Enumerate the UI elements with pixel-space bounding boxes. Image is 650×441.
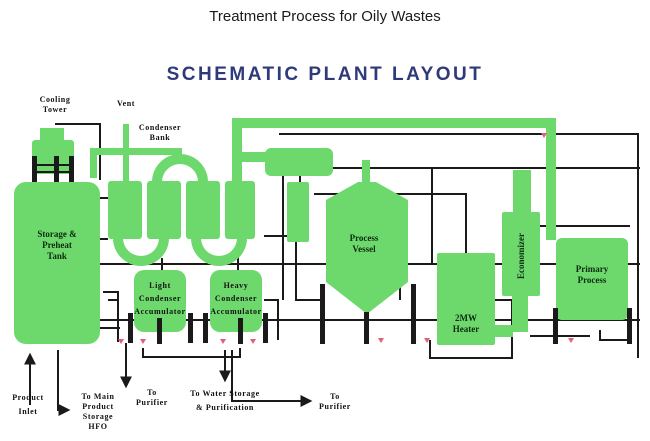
label-purifier-1a: To	[147, 388, 157, 397]
pipe-cooling-tower-return	[55, 123, 101, 180]
green-pipe-separator-link	[242, 152, 270, 162]
pipe-heavy-out	[264, 299, 279, 340]
label-storage-tank-3: Tank	[47, 251, 67, 261]
vessel-vapor-neck	[362, 160, 370, 182]
u-bend-top	[152, 154, 208, 182]
label-product-inlet-2: Inlet	[19, 407, 38, 416]
condenser-1	[108, 181, 142, 239]
valve-icon	[378, 338, 384, 343]
label-process-vessel-1: Process	[350, 233, 379, 243]
label-process-vessel-2: Vessel	[352, 244, 376, 254]
storage-preheat-tank	[14, 182, 100, 344]
light-condenser-accumulator	[134, 270, 186, 332]
label-light-acc-3: Accumulator	[134, 307, 185, 316]
economizer-duct	[512, 292, 528, 332]
label-storage-tank-1: Storage &	[37, 229, 77, 239]
label-main-storage-3: Storage	[83, 412, 113, 421]
valves	[118, 133, 574, 344]
label-water-storage-2: & Purification	[196, 403, 254, 412]
pipe-primary-right	[599, 330, 630, 341]
label-water-storage-1: To Water Storage	[190, 389, 259, 398]
primary-process-vessel	[556, 238, 628, 320]
label-cooling-tower-2: Tower	[43, 105, 67, 114]
label-primary-process-2: Process	[578, 275, 607, 285]
label-vent: Vent	[117, 99, 135, 108]
u-bend-bottom-1	[113, 238, 169, 266]
condenser-3	[186, 181, 220, 239]
label-purifier-1b: Purifier	[136, 398, 168, 407]
diagram-heading: SCHEMATIC PLANT LAYOUT	[166, 64, 484, 85]
label-heavy-acc-1: Heavy	[224, 281, 249, 290]
label-economizer: Economizer	[516, 233, 526, 279]
label-condenser-bank-1: Condenser	[139, 123, 181, 132]
label-storage-tank-2: Preheat	[42, 240, 72, 250]
pipe-to-main-storage	[57, 350, 71, 416]
process-vessel	[326, 182, 408, 314]
equipment	[14, 118, 628, 345]
label-product-inlet-1: Product	[12, 393, 44, 402]
label-heater-2: Heater	[453, 324, 479, 334]
label-main-storage-2: Product	[82, 402, 114, 411]
label-heater-1: 2MW	[455, 313, 477, 323]
label-purifier-2b: Purifier	[319, 402, 351, 411]
pipe-heater-loop	[429, 299, 513, 359]
valve-icon	[140, 339, 146, 344]
label-cooling-tower-1: Cooling	[40, 95, 71, 104]
valve-icon	[220, 339, 226, 344]
valve-icon	[250, 339, 256, 344]
cooling-tower-top	[40, 128, 64, 142]
pipe-accumulator-link	[142, 348, 241, 358]
pipe-light-in	[103, 291, 119, 342]
condenser-2	[147, 181, 181, 239]
pipe-to-purifier-2	[231, 350, 313, 407]
economizer	[502, 212, 540, 296]
valve-icon	[568, 338, 574, 343]
valve-icon	[541, 133, 547, 138]
condenser-feed	[90, 148, 97, 178]
label-purifier-2a: To	[330, 392, 340, 401]
label-heavy-acc-3: Accumulator	[210, 307, 261, 316]
heater-flue	[495, 325, 513, 337]
2mw-heater	[437, 253, 495, 345]
label-main-storage-1: To Main	[81, 392, 114, 401]
valve-icon	[424, 338, 430, 343]
label-heavy-acc-2: Condenser	[215, 294, 257, 303]
condenser-4	[225, 181, 255, 239]
equipment-labels: Cooling Tower Vent Condenser Bank Storag…	[12, 95, 609, 431]
label-main-storage-4: HFO	[88, 422, 107, 431]
page-title: Treatment Process for Oily Wastes	[209, 8, 441, 25]
label-light-acc-1: Light	[149, 281, 171, 290]
pipe-top-return	[279, 133, 639, 358]
separator-drum	[265, 148, 333, 176]
cooling-tower-body	[32, 140, 74, 174]
u-bend-bottom-2	[191, 238, 247, 266]
label-light-acc-2: Condenser	[139, 294, 181, 303]
heavy-condenser-accumulator	[210, 270, 262, 332]
condenser-header	[90, 148, 182, 155]
separator-column	[287, 182, 309, 242]
label-primary-process-1: Primary	[576, 264, 609, 274]
economizer-stack	[513, 170, 531, 214]
label-condenser-bank-2: Bank	[150, 133, 171, 142]
valve-icon	[118, 339, 124, 344]
support-legs	[32, 156, 632, 344]
